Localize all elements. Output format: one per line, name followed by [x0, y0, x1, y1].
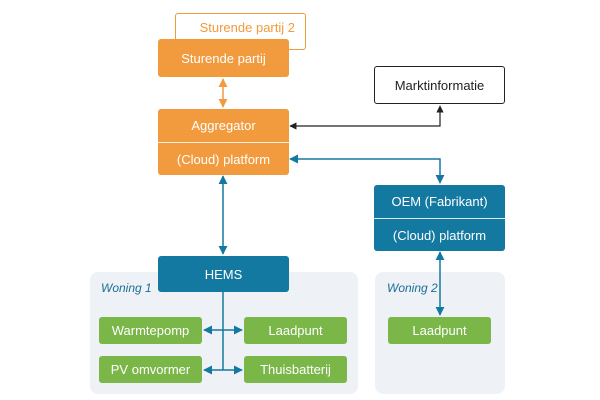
edge-aggregator-oem [289, 154, 445, 184]
oem-label: OEM (Fabrikant) [391, 194, 488, 209]
warmtepomp-node: Warmtepomp [99, 317, 202, 344]
hems-label: HEMS [204, 266, 243, 282]
sturende-partij-node: Sturende partij [158, 39, 289, 77]
aggregator-node: Aggregator (Cloud) platform [158, 109, 289, 175]
laadpunt-woning1-node: Laadpunt [244, 317, 347, 344]
aggregator-label: Aggregator [191, 118, 256, 133]
laadpunt-woning2-node: Laadpunt [388, 317, 491, 344]
warmtepomp-label: Warmtepomp [111, 323, 190, 338]
aggregator-platform-label: (Cloud) platform [176, 151, 271, 167]
pv-omvormer-label: PV omvormer [110, 362, 191, 377]
oem-platform-label: (Cloud) platform [392, 227, 487, 243]
thuisbatterij-label: Thuisbatterij [260, 362, 331, 377]
marktinformatie-label: Marktinformatie [394, 77, 485, 93]
aggregator-divider [158, 142, 289, 143]
sturende-partij-label: Sturende partij [181, 50, 266, 66]
woning-1-label: Woning 1 [101, 281, 152, 295]
oem-node: OEM (Fabrikant) (Cloud) platform [374, 185, 505, 251]
edge-marktinfo-aggregator [289, 105, 444, 130]
woning-2-label: Woning 2 [387, 281, 438, 295]
laadpunt-woning1-label: Laadpunt [268, 323, 323, 338]
oem-divider [374, 218, 505, 219]
marktinformatie-node: Marktinformatie [374, 66, 505, 104]
laadpunt-woning2-label: Laadpunt [412, 323, 467, 338]
thuisbatterij-node: Thuisbatterij [244, 356, 347, 383]
sturende-partij-2-label: Sturende partij 2 [199, 20, 295, 35]
pv-omvormer-node: PV omvormer [99, 356, 202, 383]
hems-node: HEMS [158, 256, 289, 292]
